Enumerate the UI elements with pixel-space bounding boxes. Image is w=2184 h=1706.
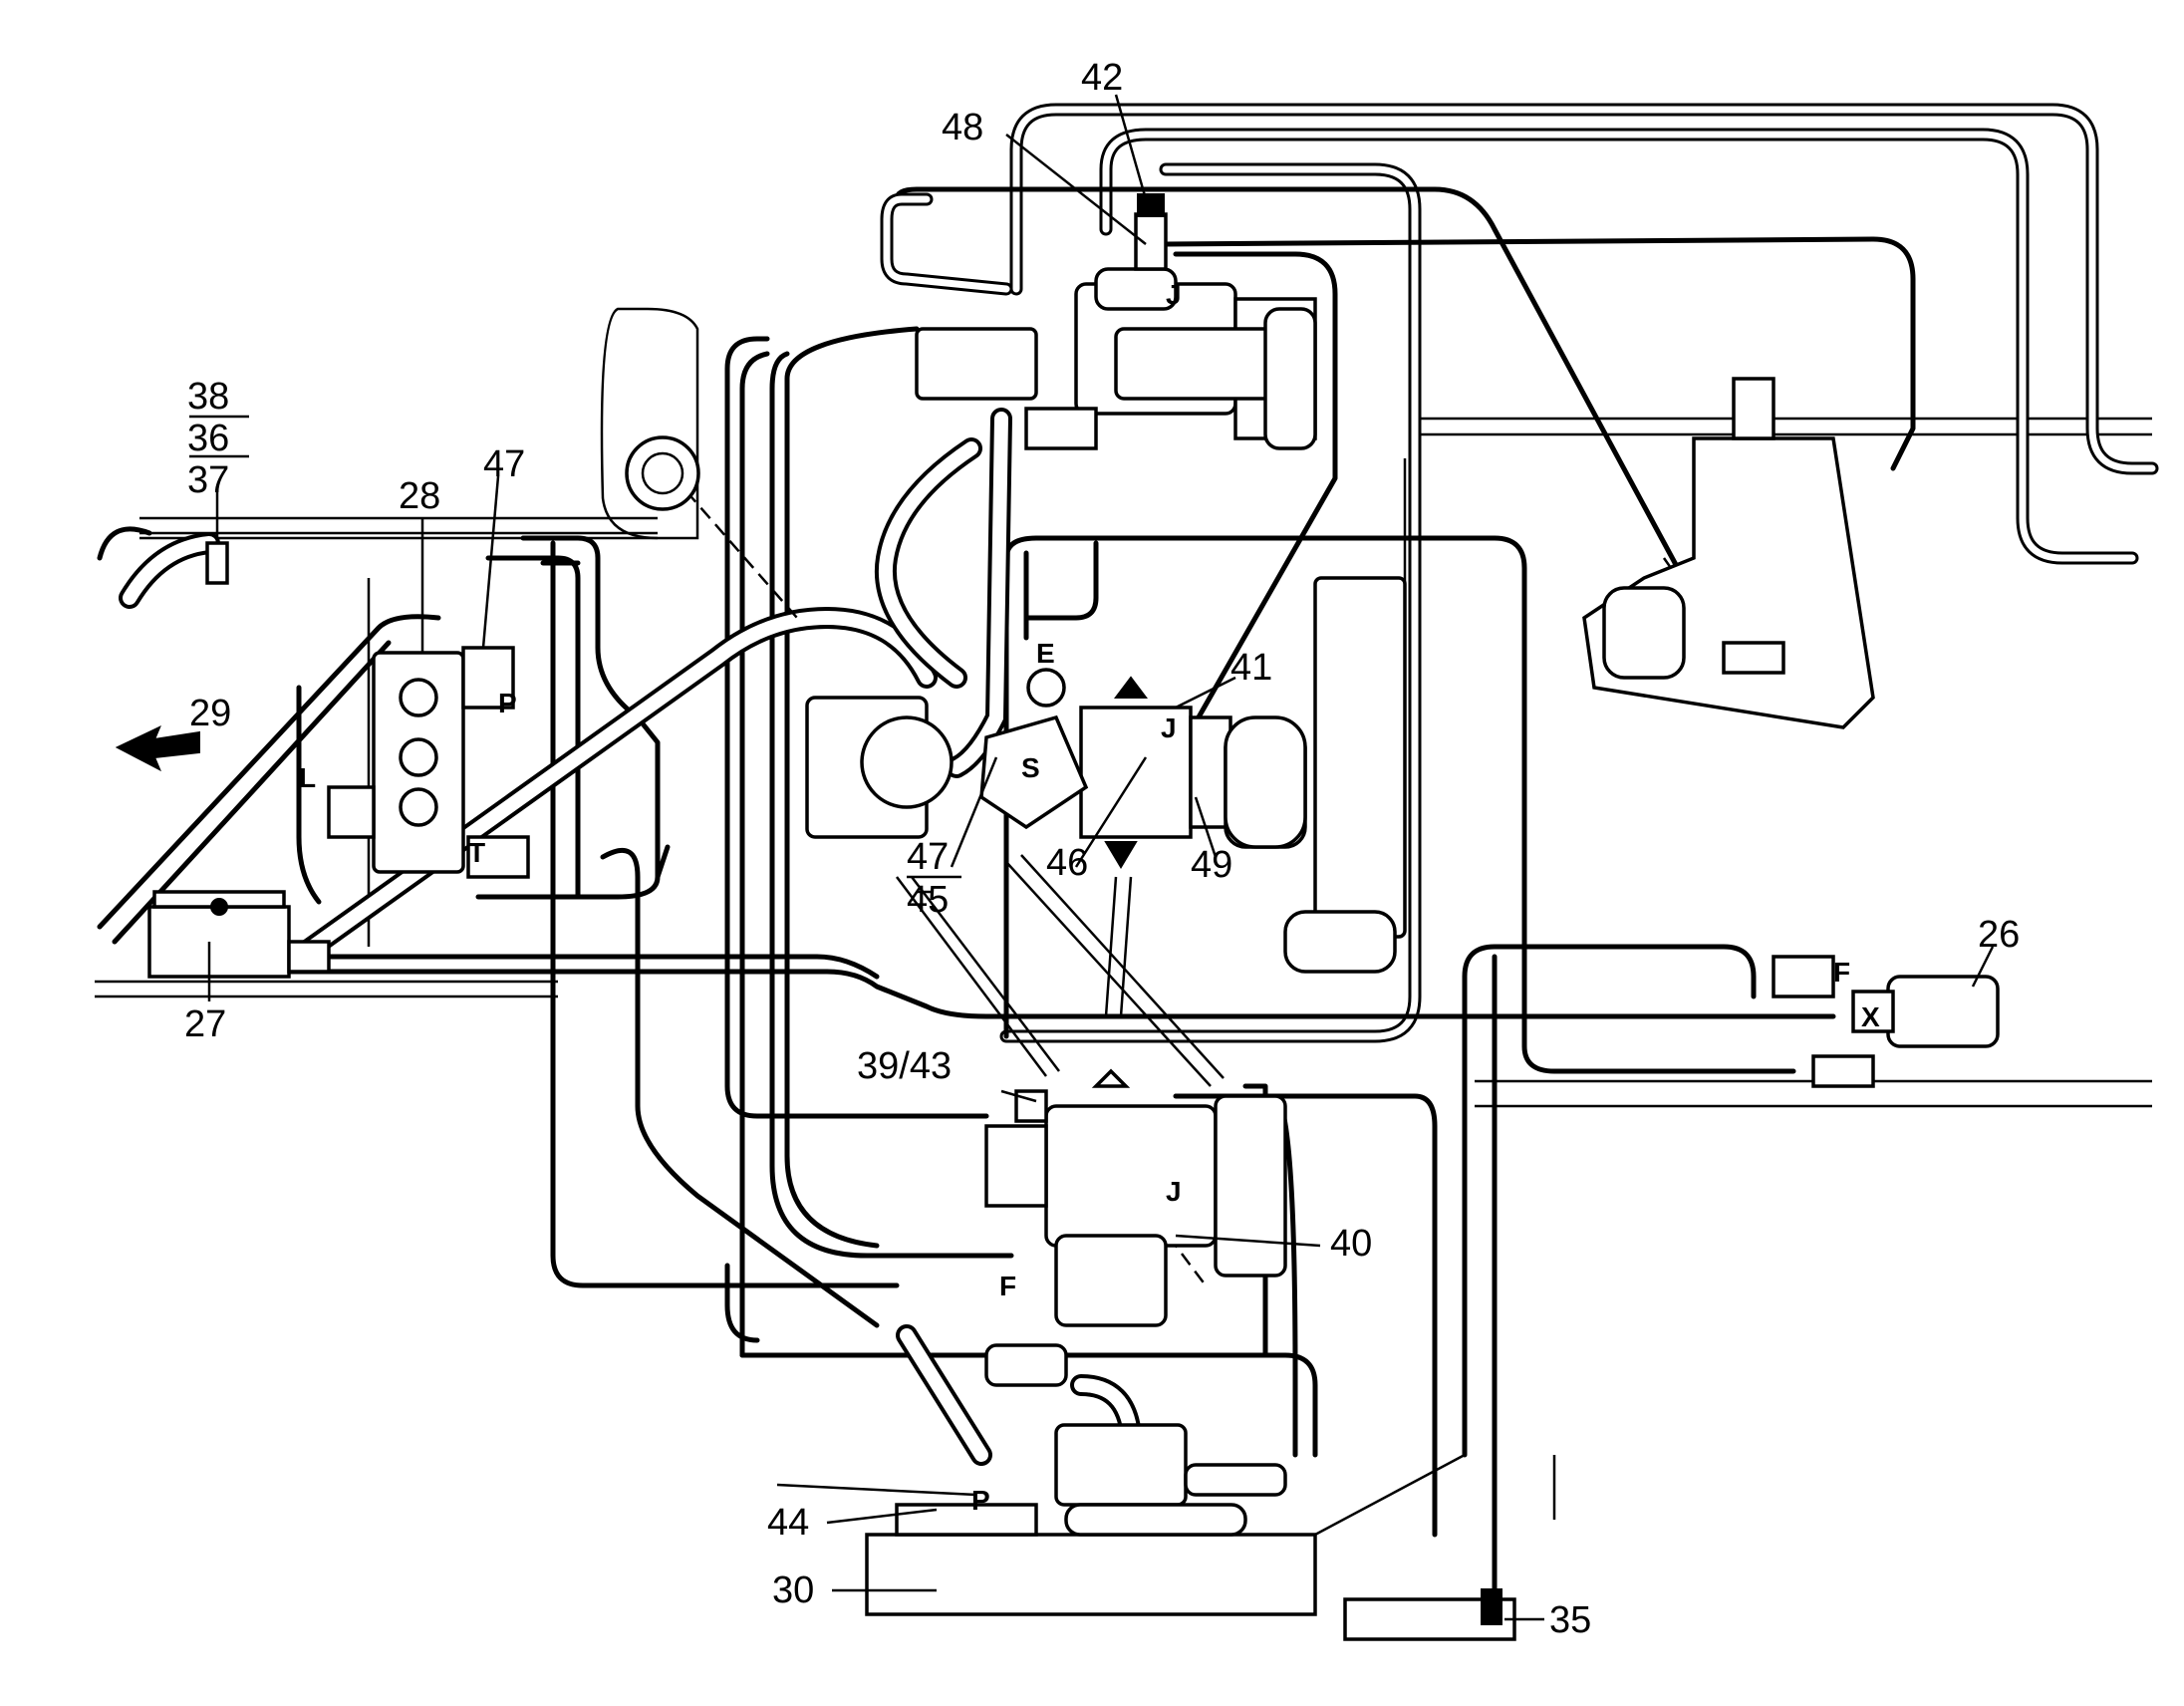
port-S: S: [1021, 752, 1040, 783]
callout-30: 30: [772, 1569, 814, 1611]
port-L: L: [299, 762, 316, 793]
right-motor: [1224, 576, 1407, 974]
port-J-top: J: [1166, 279, 1182, 310]
callout-26: 26: [1978, 914, 2020, 956]
callout-48: 48: [942, 107, 983, 148]
port-F-low: F: [999, 1271, 1016, 1301]
port-P-tank: P: [971, 1485, 990, 1516]
arrow-left-icon: [115, 724, 200, 772]
callout-46: 46: [1046, 842, 1088, 884]
fraction-bars: [189, 415, 961, 879]
port-J-mid: J: [1161, 712, 1177, 743]
port-E: E: [1036, 638, 1055, 669]
port-P-valve: P: [498, 688, 517, 718]
lower-pump: [984, 1068, 1287, 1327]
callout-37: 37: [187, 459, 229, 501]
leader-lines: [207, 94, 1995, 1621]
callout-35: 35: [1549, 1599, 1591, 1641]
gauge-top-left: [625, 435, 700, 511]
port-X: X: [1861, 1001, 1880, 1032]
callout-49: 49: [1191, 844, 1232, 886]
callout-27: 27: [184, 1003, 226, 1045]
port-letters: L P T J E J S F X J F P: [299, 279, 1880, 1516]
valve-block-28: [327, 646, 530, 879]
callout-labels: 38 36 37 28 47 29 27 42 48 41 47 45 46 4…: [184, 57, 2020, 1641]
clamp-38: [205, 541, 229, 585]
callout-38: 38: [187, 376, 229, 418]
component-26: [1772, 955, 2000, 1088]
port-T: T: [468, 837, 485, 868]
callout-47-mid: 47: [907, 836, 949, 878]
callout-28: 28: [399, 475, 440, 517]
tank-unit-30: [776, 1343, 1317, 1616]
pipe-network: [97, 103, 2159, 1607]
right-gearbox: [1582, 377, 1875, 729]
callout-39-43: 39/43: [857, 1045, 952, 1087]
callout-29: 29: [189, 693, 231, 734]
callout-36: 36: [187, 418, 229, 459]
port-F-right: F: [1833, 957, 1850, 988]
top-pump: [915, 193, 1317, 450]
callout-47-top: 47: [483, 443, 525, 485]
callout-41: 41: [1230, 647, 1272, 689]
component-27: [147, 890, 331, 979]
component-35: [1343, 1588, 1516, 1641]
callout-44: 44: [767, 1502, 809, 1544]
port-J-low: J: [1166, 1176, 1182, 1207]
callout-42: 42: [1081, 57, 1123, 99]
callout-45: 45: [907, 879, 949, 921]
callout-40: 40: [1330, 1223, 1372, 1265]
